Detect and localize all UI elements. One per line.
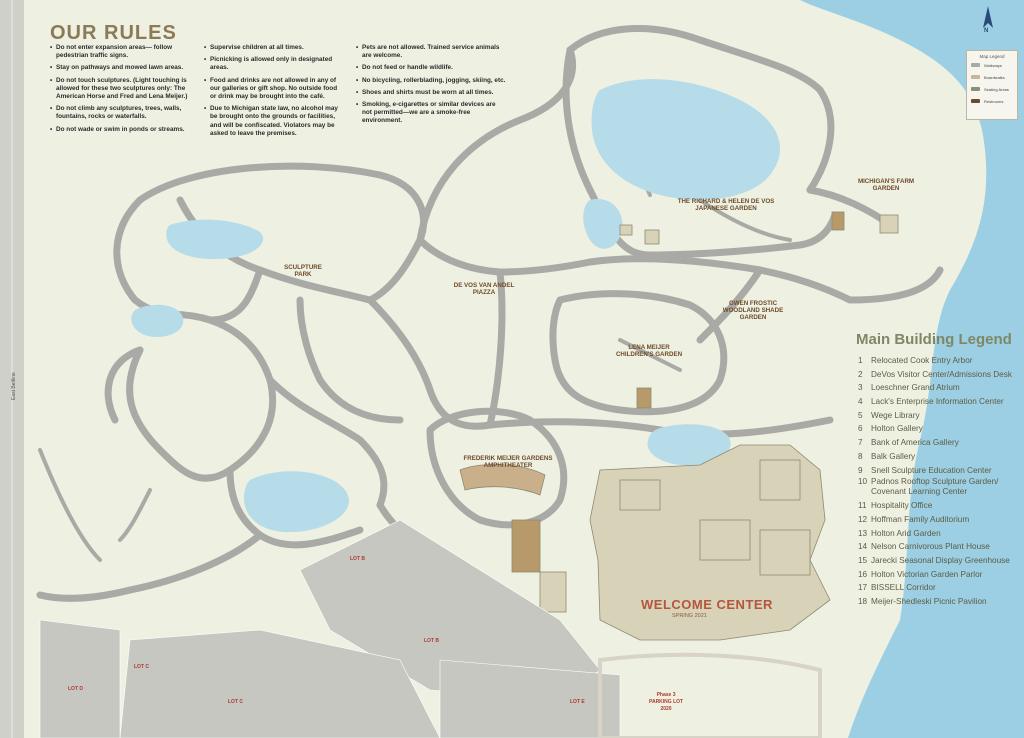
lot-label: LOT D xyxy=(68,686,83,692)
walkway-network xyxy=(36,25,944,602)
rule-item: Due to Michigan state law, no alcohol ma… xyxy=(204,105,344,138)
rule-item: Do not feed or handle wildlife. xyxy=(356,64,506,72)
lake-water xyxy=(800,0,1024,738)
south-pond xyxy=(244,471,349,533)
parking-lots xyxy=(39,519,621,738)
east-beltline-label: East Beltline xyxy=(11,372,17,400)
rule-item: Shoes and shirts must be worn at all tim… xyxy=(356,89,506,97)
lot-label: LOT B xyxy=(424,638,439,644)
farm-garden-label: MICHIGAN'S FARM GARDEN xyxy=(857,178,915,192)
ponds xyxy=(131,79,780,533)
rule-item: Do not touch sculptures. (Light touching… xyxy=(50,77,200,102)
rule-item: Pets are not allowed. Trained service an… xyxy=(356,44,506,60)
walkway-icon xyxy=(971,63,980,67)
piazza-label: DE VOS VAN ANDEL PIAZZA xyxy=(453,282,515,296)
rule-item: Stay on pathways and mowed lawn areas. xyxy=(50,64,200,72)
welcome-center-complex xyxy=(459,211,899,641)
rule-item: Do not wade or swim in ponds or streams. xyxy=(50,126,200,134)
restroom-icon xyxy=(971,99,980,103)
tribute-pond xyxy=(647,424,731,466)
rule-item: No bicycling, rollerblading, jogging, sk… xyxy=(356,77,506,85)
map-key-walkways: Walkways xyxy=(967,59,1017,71)
amphitheater-label: FREDERIK MEIJER GARDENS AMPHITHEATER xyxy=(463,455,553,469)
lot-label: LOT B xyxy=(350,556,365,562)
lot-label: LOT E xyxy=(570,699,585,705)
north-arrow-icon xyxy=(983,6,993,28)
seating-icon xyxy=(971,87,980,91)
building-legend-title: Main Building Legend xyxy=(856,331,1012,348)
lot-label: LOT C xyxy=(228,699,243,705)
rule-item: Supervise children at all times. xyxy=(204,44,344,52)
rules-title: OUR RULES xyxy=(50,22,177,44)
rule-item: Smoking, e-cigarettes or similar devices… xyxy=(356,101,506,126)
map-key-restrooms: Restrooms xyxy=(967,95,1017,107)
map-key-seating: Seating Areas xyxy=(967,83,1017,95)
map-key-title: Map Legend xyxy=(979,54,1005,59)
phase-3-lot xyxy=(598,652,822,738)
map-key: Map Legend Walkways Boardwalks Seating A… xyxy=(966,50,1018,120)
map-key-boardwalks: Boardwalks xyxy=(967,71,1017,83)
rules-column-3: Pets are not allowed. Trained service an… xyxy=(356,44,506,130)
rule-item: Do not climb any sculptures, trees, wall… xyxy=(50,105,200,121)
rule-item: Do not enter expansion areas— follow ped… xyxy=(50,44,200,60)
rules-column-2: Supervise children at all times. Picnick… xyxy=(204,44,344,142)
welcome-center-subtitle: SPRING 2021 xyxy=(672,613,707,619)
japanese-garden-label: THE RICHARD & HELEN DE VOS JAPANESE GARD… xyxy=(677,198,775,212)
rule-item: Food and drinks are not allowed in any o… xyxy=(204,77,344,102)
welcome-center-label: WELCOME CENTER xyxy=(641,597,773,612)
japanese-garden-pond xyxy=(591,79,780,200)
sculpture-park-label: SCULPTURE PARK xyxy=(284,264,322,278)
compass: N xyxy=(982,6,994,40)
sculpture-park-pond xyxy=(166,219,264,260)
compass-label: N xyxy=(984,28,989,34)
shade-garden-label: GWEN FROSTIC WOODLAND SHADE GARDEN xyxy=(722,300,784,321)
rule-item: Picnicking is allowed only in designated… xyxy=(204,56,344,72)
boardwalk-icon xyxy=(971,75,980,79)
lot-label: LOT C xyxy=(134,664,149,670)
childrens-garden-label: LENA MEIJER CHILDREN'S GARDEN xyxy=(615,344,683,358)
phase-3-lot-label: Phase 3 PARKING LOT 2020 xyxy=(649,692,684,712)
rules-column-1: Do not enter expansion areas— follow ped… xyxy=(50,44,200,138)
